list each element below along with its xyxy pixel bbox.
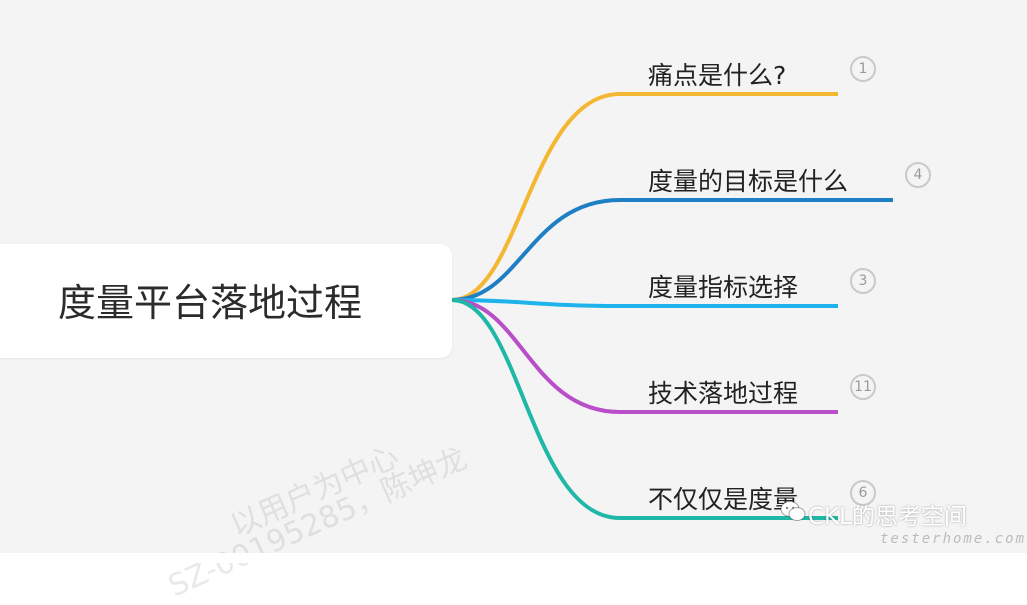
branch-1-count-badge[interactable]: 1 <box>850 56 876 82</box>
branch-2-count-badge[interactable]: 4 <box>905 162 931 188</box>
branch-2-label[interactable]: 度量的目标是什么 <box>648 167 849 196</box>
link-3 <box>451 298 838 308</box>
branch-1-label[interactable]: 痛点是什么? <box>648 61 787 90</box>
root-topic[interactable]: 度量平台落地过程 <box>0 244 452 358</box>
branch-5-label[interactable]: 不仅仅是度量 <box>648 485 799 514</box>
branch-5-count-badge[interactable]: 6 <box>850 480 876 506</box>
link-2 <box>451 198 893 302</box>
branch-links <box>451 92 893 520</box>
brand-watermark: CKL的思考空间 <box>808 504 967 530</box>
branch-3-label[interactable]: 度量指标选择 <box>648 273 799 302</box>
branch-3-count-badge[interactable]: 3 <box>850 268 876 294</box>
site-watermark: testerhome.com <box>880 531 1027 547</box>
root-topic-label: 度量平台落地过程 <box>58 281 363 325</box>
wechat-icon <box>780 501 806 521</box>
link-1 <box>451 92 838 302</box>
link-5 <box>451 298 838 520</box>
bottom-strip <box>0 553 1027 563</box>
branch-4-label[interactable]: 技术落地过程 <box>648 379 799 408</box>
branch-4-count-badge[interactable]: 11 <box>850 374 876 400</box>
link-4 <box>451 298 838 414</box>
